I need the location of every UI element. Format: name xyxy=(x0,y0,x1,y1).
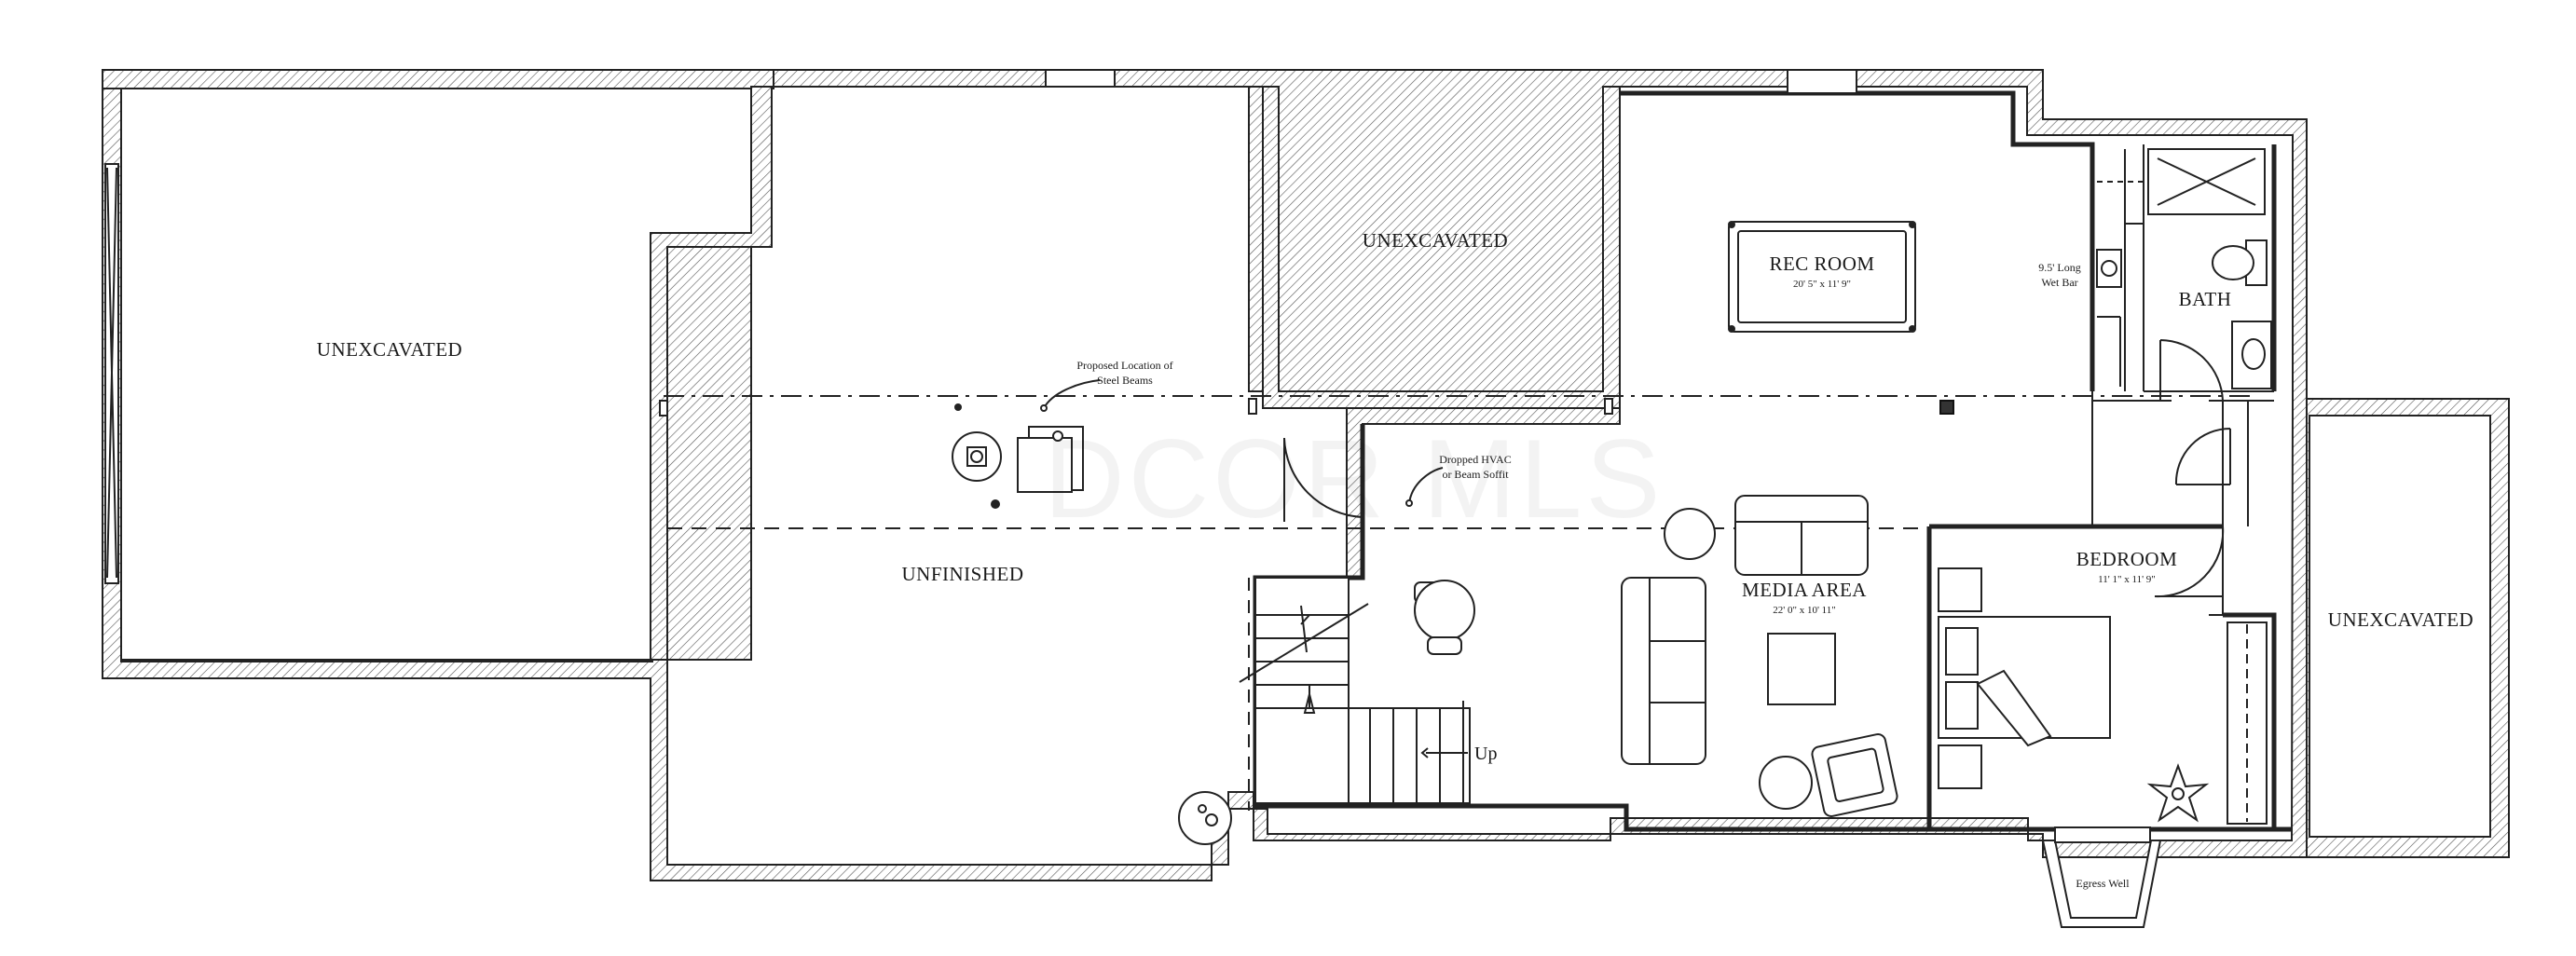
pool-table xyxy=(1728,221,1916,333)
dim-media-area: 22' 0" x 10' 11" xyxy=(1773,605,1836,616)
sump-pit xyxy=(1178,791,1232,845)
top-window-right xyxy=(1787,69,1857,94)
note-steel-beams-2: Steel Beams xyxy=(1097,374,1153,387)
dim-bedroom: 11' 1" x 11' 9" xyxy=(2098,574,2156,585)
mechanical-equipment xyxy=(952,426,1084,493)
label-stair-up: Up xyxy=(1474,744,1497,764)
right-unexcavated-interior xyxy=(2309,415,2491,838)
top-window-left xyxy=(1045,69,1116,88)
watermark: DCOR MLS xyxy=(1044,417,1664,541)
note-hvac-1: Dropped HVAC xyxy=(1439,453,1511,466)
label-bath: BATH xyxy=(2179,288,2232,310)
bath-fixtures xyxy=(2096,148,2272,389)
label-unexcavated-left: UNEXCAVATED xyxy=(317,338,462,361)
hvac-leader xyxy=(1408,467,1444,504)
label-egress-well: Egress Well xyxy=(2076,877,2130,890)
label-media-area: MEDIA AREA xyxy=(1742,579,1867,601)
media-furniture xyxy=(1414,495,1898,817)
label-rec-room: REC ROOM xyxy=(1769,253,1874,275)
label-unfinished: UNFINISHED xyxy=(902,563,1024,585)
bedroom-furniture xyxy=(1938,567,2268,825)
hvac-leader-dot xyxy=(1405,499,1413,507)
note-wet-bar-2: Wet Bar xyxy=(2041,276,2077,289)
note-steel-beams-1: Proposed Location of xyxy=(1076,359,1172,372)
label-bedroom: BEDROOM xyxy=(2076,548,2178,570)
label-unexcavated-right: UNEXCAVATED xyxy=(2328,608,2473,631)
dim-rec-room: 20' 5" x 11' 9" xyxy=(1793,279,1851,290)
beam-lines xyxy=(659,391,2255,811)
stairs xyxy=(1239,577,1471,804)
door-swings xyxy=(1283,339,2231,598)
egress-well xyxy=(2041,826,2162,928)
left-window xyxy=(104,163,119,584)
steel-beam-leader-dot xyxy=(1040,404,1048,412)
label-unexcavated-center: UNEXCAVATED xyxy=(1363,229,1508,252)
steel-beam-leader xyxy=(1043,379,1101,409)
note-wet-bar-1: 9.5' Long xyxy=(2038,261,2081,274)
note-hvac-2: or Beam Soffit xyxy=(1442,468,1509,481)
